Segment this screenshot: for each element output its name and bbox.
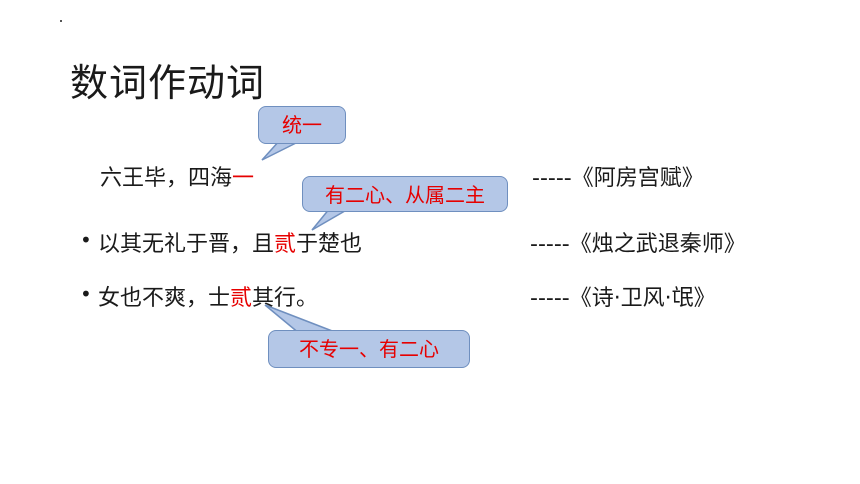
bullet-2: • — [80, 282, 92, 306]
quote-3-after: 其行。 — [252, 286, 319, 311]
quote-2-highlight: 贰 — [274, 232, 297, 257]
quote-2-text: 以其无礼于晋，且 — [98, 232, 275, 257]
quote-line-3: 女也不爽，士贰其行。 — [98, 280, 318, 312]
quote-3-highlight: 贰 — [230, 286, 253, 311]
callout-3: 不专一、有二心 — [268, 330, 470, 368]
quote-1-highlight: 一 — [232, 166, 255, 191]
bullet-1: • — [80, 228, 92, 252]
corner-mark — [60, 20, 62, 22]
quote-2-after: 于楚也 — [296, 232, 363, 257]
quote-1-source: -----《阿房宫赋》 — [532, 166, 704, 191]
quote-3-source: -----《诗·卫风·氓》 — [530, 286, 716, 311]
quote-3-text: 女也不爽，士 — [98, 286, 231, 311]
quote-line-2: 以其无礼于晋，且贰于楚也 — [98, 226, 362, 258]
callout-2: 有二心、从属二主 — [302, 176, 508, 212]
slide-title: 数词作动词 — [70, 61, 266, 105]
quote-line-1: 六王毕，四海一 — [100, 160, 254, 192]
quote-1-text: 六王毕，四海 — [100, 166, 233, 191]
quote-2-source: -----《烛之武退秦师》 — [530, 232, 746, 257]
callout-1: 统一 — [258, 106, 346, 144]
